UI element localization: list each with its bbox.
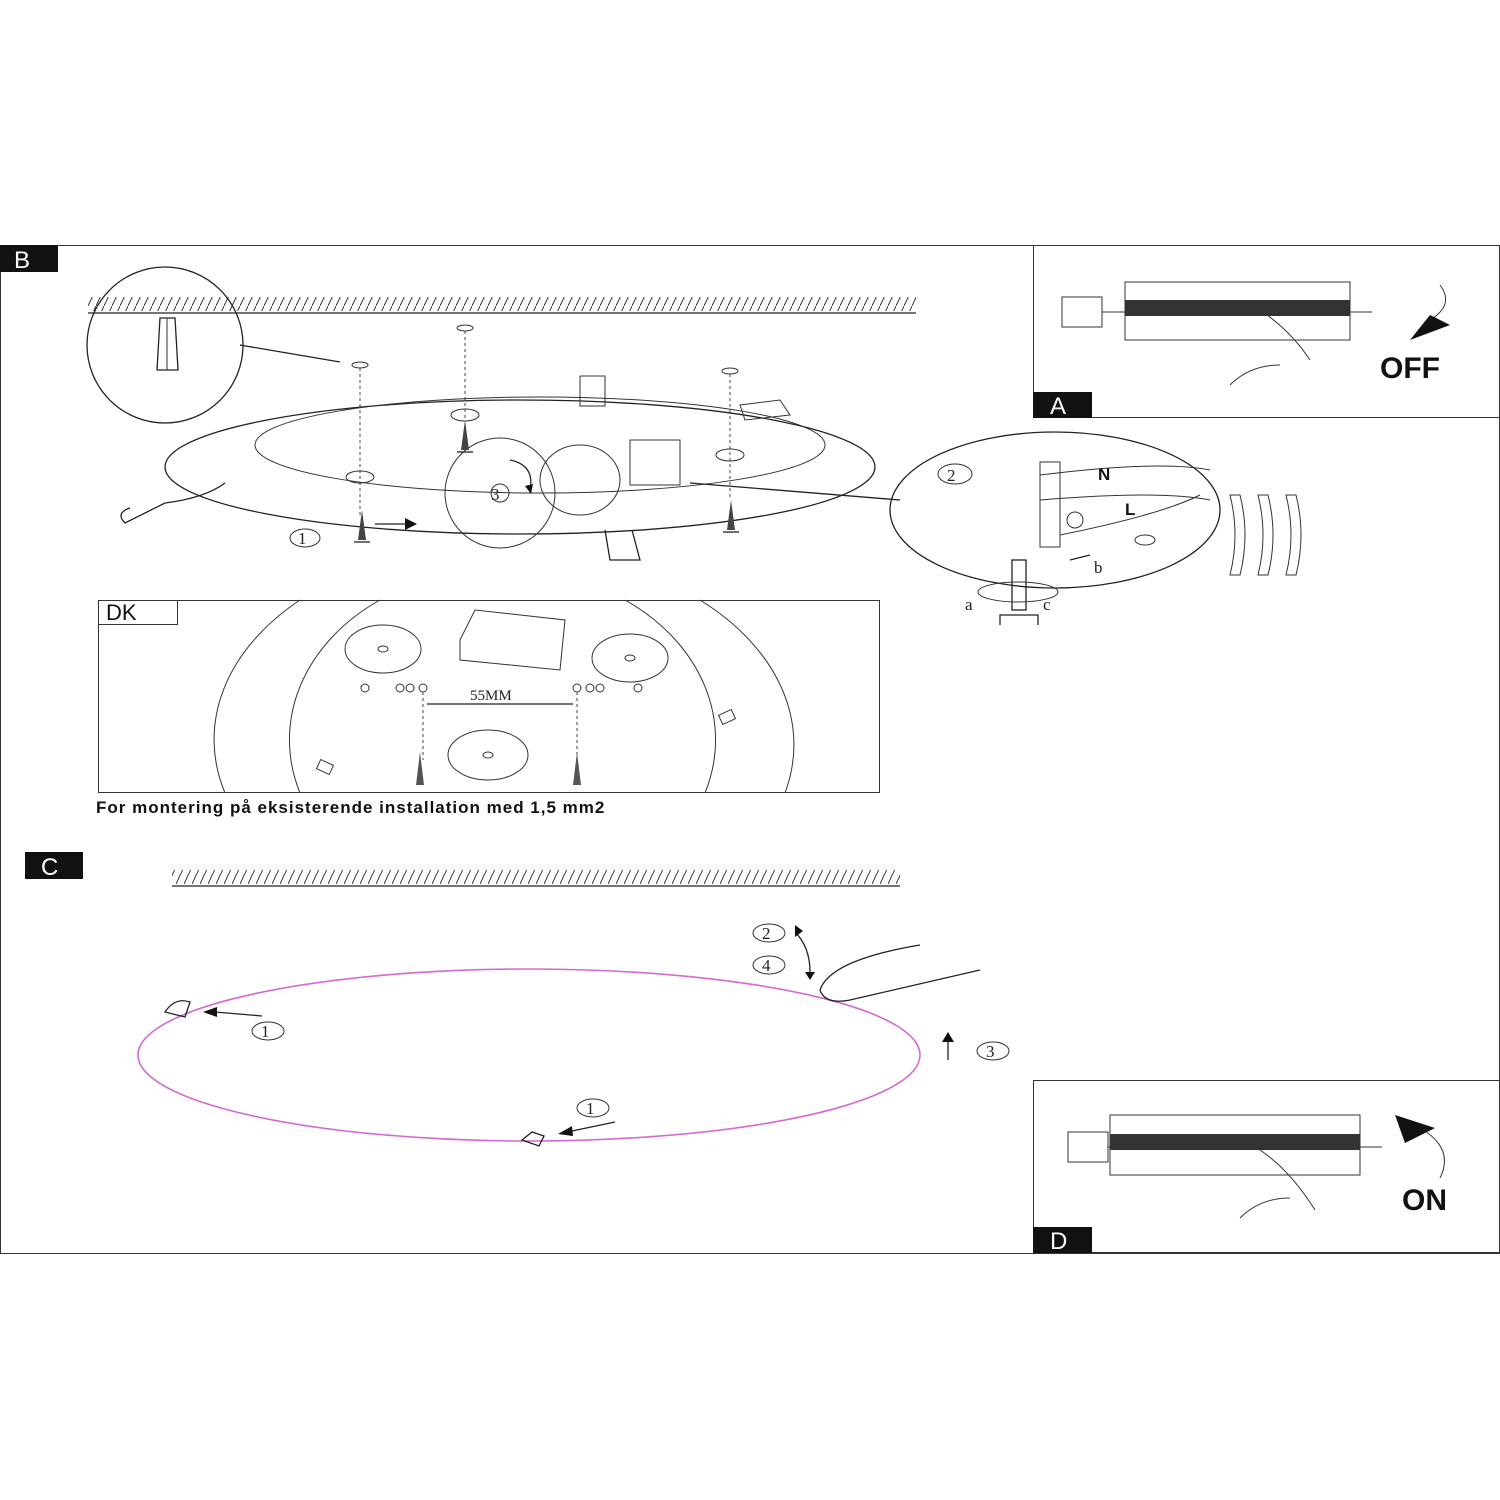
breaker-panel-icon bbox=[1067, 1114, 1382, 1176]
screw-icon bbox=[354, 510, 370, 543]
wall-plug-callout bbox=[86, 266, 244, 424]
dimension-55mm: 55MM bbox=[470, 688, 512, 704]
switch-on-text: ON bbox=[1402, 1184, 1447, 1217]
step-1-label: 1 bbox=[298, 529, 307, 548]
cable-ends-icon bbox=[1229, 494, 1302, 576]
ceiling-hatch bbox=[172, 870, 900, 884]
hand-icon bbox=[1239, 1149, 1316, 1219]
screw-icon bbox=[416, 752, 424, 785]
panel-d-label: D bbox=[1050, 1228, 1067, 1255]
wire-label-live: L bbox=[1125, 500, 1135, 519]
step-3-label: 3 bbox=[491, 485, 500, 504]
c-step-3-label: 3 bbox=[986, 1042, 995, 1061]
panel-dk: DK 55MM For montering på eksisterende in… bbox=[96, 599, 880, 817]
installation-caption: For montering på eksisterende installati… bbox=[96, 798, 605, 817]
panel-a-label: A bbox=[1050, 393, 1066, 420]
screw-icon bbox=[723, 500, 739, 533]
switch-off-text: OFF bbox=[1380, 352, 1440, 385]
wire-label-neutral: N bbox=[1098, 465, 1110, 484]
panel-c: C 1 1 2 4 3 bbox=[25, 852, 1010, 1147]
panel-b-label-box bbox=[0, 245, 58, 272]
screw-icon bbox=[573, 752, 581, 785]
panel-c-label: C bbox=[41, 854, 58, 881]
screw-step-b: b bbox=[1094, 558, 1103, 577]
panel-b: B 3 1 bbox=[0, 245, 1302, 625]
panel-b-label: B bbox=[14, 247, 30, 274]
switch-on-arrow-icon bbox=[1395, 1115, 1435, 1143]
ceiling-hatch bbox=[88, 297, 916, 311]
c-step-2-label: 2 bbox=[762, 924, 771, 943]
c-step-1-label: 1 bbox=[261, 1022, 270, 1041]
switch-off-arrow-icon bbox=[1410, 315, 1450, 340]
panel-dk-label: DK bbox=[106, 600, 137, 625]
base-plate bbox=[164, 399, 876, 535]
wiring-callout bbox=[889, 431, 1221, 589]
panel-d: D ON bbox=[1033, 1080, 1500, 1255]
glass-shade bbox=[137, 968, 921, 1142]
breaker-panel-icon bbox=[1061, 281, 1372, 341]
page-frame bbox=[0, 245, 1500, 1254]
terminal-block bbox=[629, 439, 681, 486]
screw-step-c: c bbox=[1043, 595, 1051, 614]
wall-plug-icon bbox=[156, 317, 179, 371]
hand-icon bbox=[1229, 309, 1311, 386]
c-step-1b-label: 1 bbox=[586, 1099, 595, 1118]
screw-icon bbox=[457, 420, 473, 453]
clip-icon bbox=[520, 1131, 545, 1147]
clip-icon bbox=[163, 1000, 191, 1018]
step-2-label: 2 bbox=[947, 466, 956, 485]
screw-step-a: a bbox=[965, 595, 973, 614]
screwdriver-icon bbox=[977, 559, 1059, 625]
c-step-4-label: 4 bbox=[762, 956, 771, 975]
hand-icon bbox=[819, 944, 981, 1002]
panel-a: A OFF bbox=[1033, 245, 1500, 420]
